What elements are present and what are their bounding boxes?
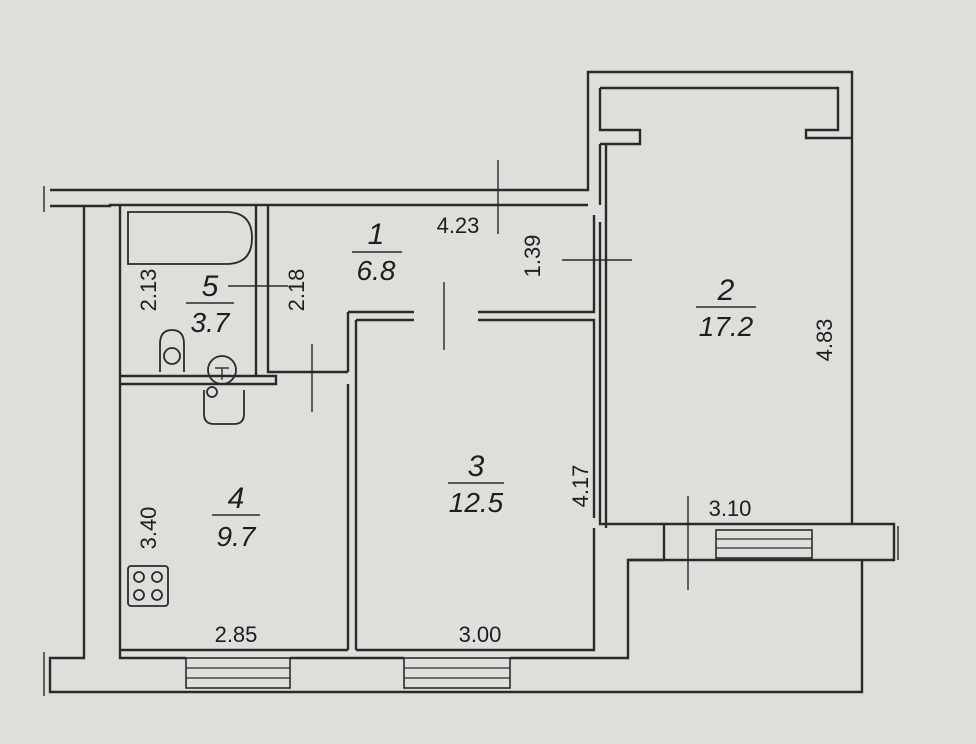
dim-room2-width: 3.10: [709, 496, 752, 521]
dim-room3-depth: 4.17: [568, 465, 593, 508]
room-label-3: 3 12.5: [448, 450, 504, 518]
dim-bath-depth: 2.13: [136, 269, 161, 312]
dimension-labels: 4.23 1.39 2.13 2.18 4.83 3.10 4.17 3.00 …: [136, 213, 837, 647]
room-label-4: 4 9.7: [212, 482, 260, 552]
svg-text:1: 1: [368, 218, 385, 251]
bathtub-icon: [127, 211, 253, 265]
outer-walls: [48, 70, 896, 694]
toilet-icon: [159, 329, 185, 372]
dim-kitchen-depth: 3.40: [136, 507, 161, 550]
dim-wc-depth: 2.18: [284, 269, 309, 312]
dim-room2-depth: 4.83: [812, 319, 837, 362]
dimension-ticks: [43, 160, 899, 696]
svg-text:9.7: 9.7: [217, 521, 257, 552]
stove-icon: [127, 565, 169, 607]
dim-kitchen-width: 2.85: [215, 622, 258, 647]
svg-text:17.2: 17.2: [699, 311, 754, 342]
dim-hall-width: 4.23: [437, 213, 480, 238]
inner-walls: [120, 144, 608, 652]
svg-text:2: 2: [717, 274, 735, 307]
svg-text:6.8: 6.8: [357, 255, 396, 286]
room-label-5: 5 3.7: [186, 270, 234, 338]
sink-icon: [203, 355, 245, 425]
room-label-2: 2 17.2: [696, 274, 756, 342]
svg-text:12.5: 12.5: [449, 487, 504, 518]
svg-text:5: 5: [202, 270, 219, 303]
room-label-1: 1 6.8: [352, 218, 402, 286]
svg-text:3: 3: [468, 450, 485, 483]
dim-hall-depth: 1.39: [520, 235, 545, 278]
dim-room3-width: 3.00: [459, 622, 502, 647]
windows: [185, 529, 813, 689]
svg-text:4: 4: [228, 482, 245, 515]
svg-text:3.7: 3.7: [191, 307, 231, 338]
